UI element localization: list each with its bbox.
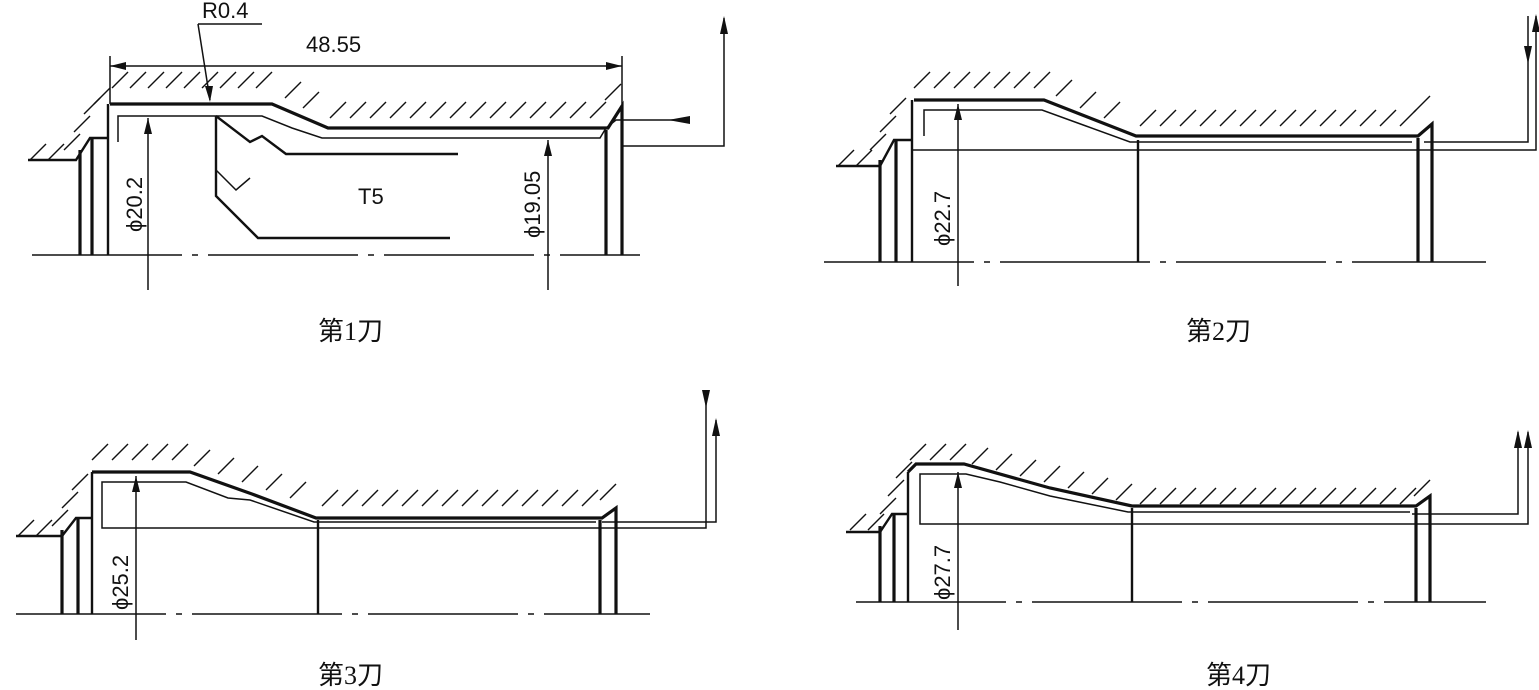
panel-2: ϕ22.7 第2刀 [824, 14, 1539, 346]
dia-left-label: ϕ22.7 [930, 191, 955, 246]
radius-label: R0.4 [202, 0, 248, 23]
length-label: 48.55 [306, 32, 361, 57]
tool-label: T5 [358, 184, 384, 209]
panel-caption: 第4刀 [1206, 661, 1271, 690]
panel-4: ϕ27.7 第4刀 [846, 430, 1532, 690]
dia-left-label: ϕ25.2 [108, 555, 133, 610]
dia-left-label: ϕ20.2 [122, 177, 147, 232]
wall-hatching [849, 443, 1431, 531]
panel-caption: 第1刀 [318, 317, 383, 346]
wall-hatching [837, 71, 1431, 167]
panel-caption: 第3刀 [318, 661, 383, 690]
panel-3: ϕ25.2 第3刀 [16, 390, 720, 690]
dia-right-label: ϕ19.05 [520, 171, 545, 238]
panel-caption: 第2刀 [1186, 317, 1251, 346]
dia-left-label: ϕ27.7 [930, 545, 955, 600]
wall-hatching [17, 443, 617, 537]
wall-hatching [29, 71, 622, 161]
panel-1: R0.4 48.55 T5 ϕ20.2 ϕ19.05 第1刀 [28, 0, 728, 346]
